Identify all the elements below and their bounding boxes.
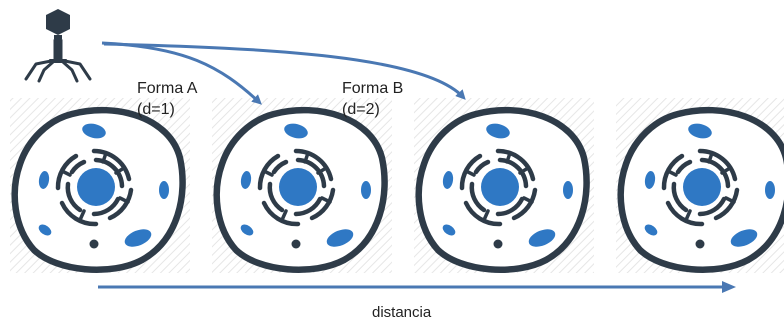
- eukaryotic-cell-icon: [621, 110, 784, 270]
- infection-arrow-form-b: [103, 42, 466, 100]
- form-b-label: Forma B: [342, 80, 404, 97]
- eukaryotic-cell-icon: [419, 110, 587, 270]
- form-b-distance-label: (d=2): [342, 101, 380, 118]
- distance-axis-label: distancia: [372, 304, 432, 321]
- form-a-distance-label: (d=1): [137, 101, 175, 118]
- eukaryotic-cell-icon: [15, 110, 183, 270]
- form-a-label: Forma A: [137, 80, 198, 97]
- bacteriophage-icon: [24, 9, 92, 83]
- eukaryotic-cell-icon: [217, 110, 385, 270]
